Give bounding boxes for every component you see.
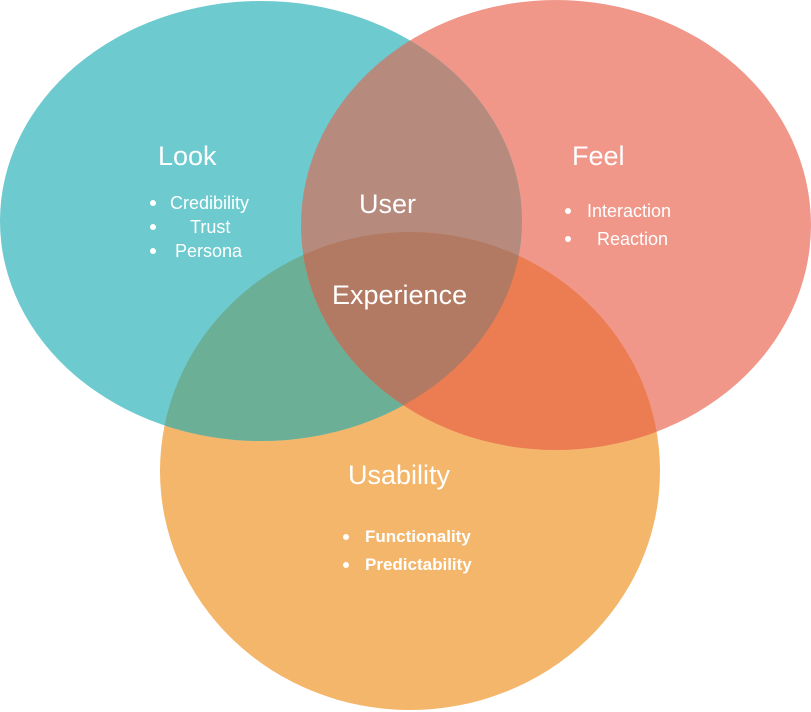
- feel-usability-overlap: [301, 232, 660, 450]
- feel-title: Feel: [572, 141, 625, 171]
- list-item: Predictability: [343, 551, 472, 579]
- list-item: Interaction: [565, 197, 671, 225]
- usability-title: Usability: [348, 460, 451, 490]
- center-label-user: User: [359, 189, 417, 219]
- list-item: Persona: [150, 239, 249, 263]
- look-title: Look: [158, 141, 217, 171]
- feel-list: Interaction Reaction: [565, 197, 671, 253]
- center-label-experience: Experience: [332, 280, 468, 310]
- list-item: Reaction: [565, 225, 671, 253]
- list-item: Credibility: [150, 191, 249, 215]
- look-list: Credibility Trust Persona: [150, 191, 249, 263]
- usability-list: Functionality Predictability: [343, 523, 472, 579]
- look-usability-overlap: [160, 232, 522, 441]
- list-item: Functionality: [343, 523, 472, 551]
- list-item: Trust: [150, 215, 249, 239]
